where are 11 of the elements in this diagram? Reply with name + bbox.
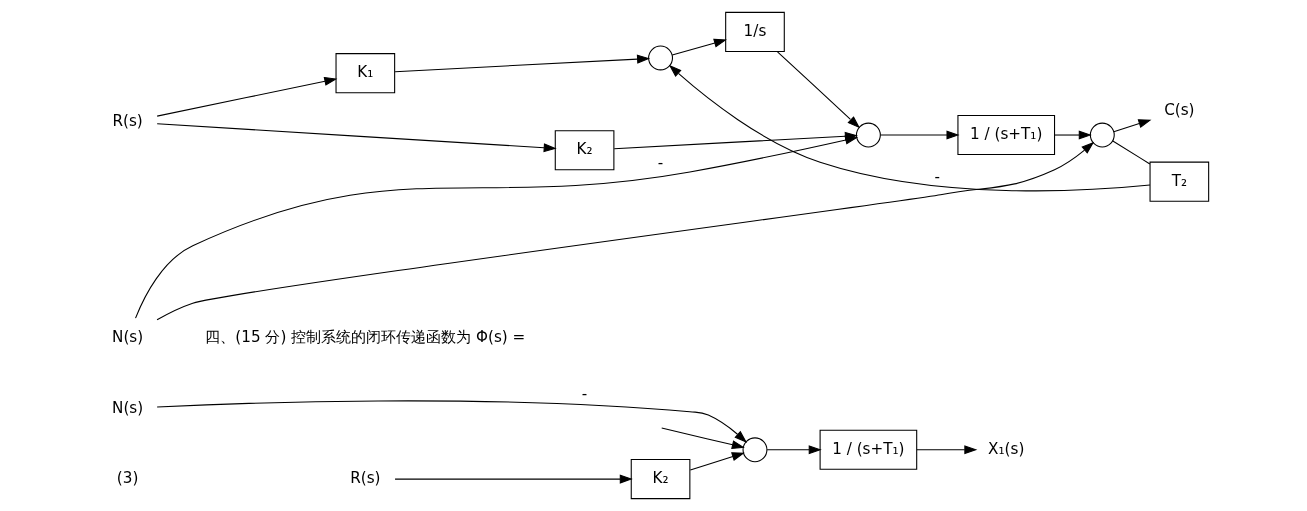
edge-label: - [934,167,941,186]
node-text: N(s) [112,398,144,417]
node-text: R(s) [112,112,143,131]
label: (3) [116,469,139,488]
label: 四、(15 分) 控制系统的闭环传递函数为 Φ(s) = [205,328,526,346]
edge-label: - [657,153,664,172]
node-text: C(s) [1164,101,1195,120]
node-text: R(s) [350,469,381,488]
node-text: X₁(s) [988,439,1025,458]
node-text: N(s) [112,328,144,346]
edge-label: - [581,384,588,403]
